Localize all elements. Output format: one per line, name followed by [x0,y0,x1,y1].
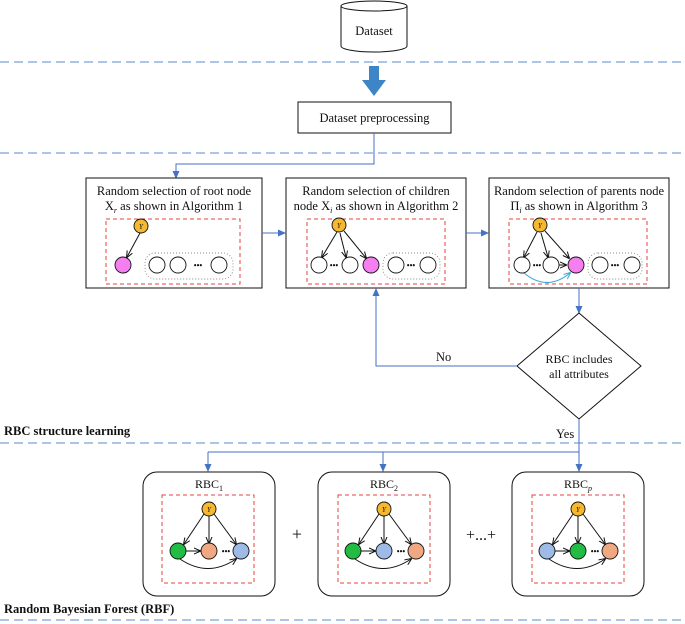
node-orange [200,542,218,560]
node-empty [513,256,531,274]
rbc-2-title: RBC2 [370,477,398,493]
node-empty [542,256,560,274]
rbc-2-card: RBC2 Y ••• [317,471,451,597]
ellipsis: ••• [397,547,406,556]
svg-text:Y: Y [382,506,387,514]
step1-line2: Xr as shown in Algorithm 1 [105,199,243,215]
connector-preproc-to-step1 [172,133,375,179]
step-box-parents: Random selection of parents node Πi as s… [488,177,670,289]
decision-diamond: RBC includes all attributes [516,312,642,420]
step3-dashed-frame [508,218,648,285]
rbc-p-title: RBCp [564,477,592,493]
step3-line1: Random selection of parents node [494,184,665,198]
node-pink [362,256,380,274]
node-empty [210,256,228,274]
svg-text:Y: Y [139,223,144,231]
node-pink [567,256,585,274]
separators [0,61,685,621]
step-box-children: Random selection of children node Xi as … [285,177,467,289]
step1-dotted-group [144,252,234,280]
big-down-arrow-icon [362,66,386,96]
node-y [201,501,217,517]
node-blue [538,542,556,560]
step1-dashed-frame [105,218,241,285]
decision-line1: RBC includes [545,352,612,366]
node-green [169,542,187,560]
dataset-label: Dataset [355,24,393,38]
node-empty [387,256,405,274]
node-y [570,501,586,517]
ellipsis: ••• [611,261,620,270]
svg-text:Y: Y [207,506,212,514]
node-orange [407,542,425,560]
rbc-1-title: RBC1 [195,477,223,493]
step2-line2: node Xi as shown in Algorithm 2 [294,199,459,215]
decision-line2: all attributes [549,367,609,381]
rbc-p-card: RBCp Y ••• [511,471,645,597]
node-orange [601,542,619,560]
ellipsis: ••• [407,261,416,270]
node-y [376,501,392,517]
svg-text:Y: Y [337,222,342,230]
node-pink [114,256,132,274]
node-empty [169,256,187,274]
node-y [133,218,149,234]
step3-line2: Πi as shown in Algorithm 3 [510,199,647,215]
ellipsis: ••• [194,261,203,270]
node-y [532,217,548,233]
step1-line1: Random selection of root node [97,184,252,198]
dataset-cylinder: Dataset [340,0,408,53]
ellipsis: ••• [330,261,339,270]
node-green [344,542,362,560]
node-empty [623,256,641,274]
node-empty [591,256,609,274]
node-empty [148,256,166,274]
svg-text:Y: Y [576,506,581,514]
rbc-1-card: RBC1 Y ••• [142,471,276,597]
preprocessing-box: Dataset preprocessing [297,101,452,134]
connector-no-loop [372,288,517,367]
parent-arc [523,273,570,284]
step3-dotted-group [587,252,643,280]
node-empty [419,256,437,274]
ellipsis: ••• [591,547,600,556]
step2-dotted-group [382,252,441,280]
section-structure-learning: RBC structure learning [4,424,131,438]
step2-dashed-frame [306,218,446,285]
preprocessing-label: Dataset preprocessing [319,111,430,125]
node-y [331,217,347,233]
step2-line1: Random selection of children [302,184,450,198]
plus-sign: + [292,524,302,544]
svg-text:Y: Y [538,222,543,230]
ellipsis: ••• [222,547,231,556]
node-blue [232,542,250,560]
yes-label: Yes [556,427,574,441]
node-empty [341,256,359,274]
node-empty [310,256,328,274]
no-label: No [436,350,451,364]
node-green [569,542,587,560]
plus-dots-plus: +...+ [466,527,496,544]
node-blue [375,542,393,560]
section-forest: Random Bayesian Forest (RBF) [4,602,174,616]
ellipsis: ••• [533,261,542,270]
step-box-root: Random selection of root node Xr as show… [85,177,263,289]
